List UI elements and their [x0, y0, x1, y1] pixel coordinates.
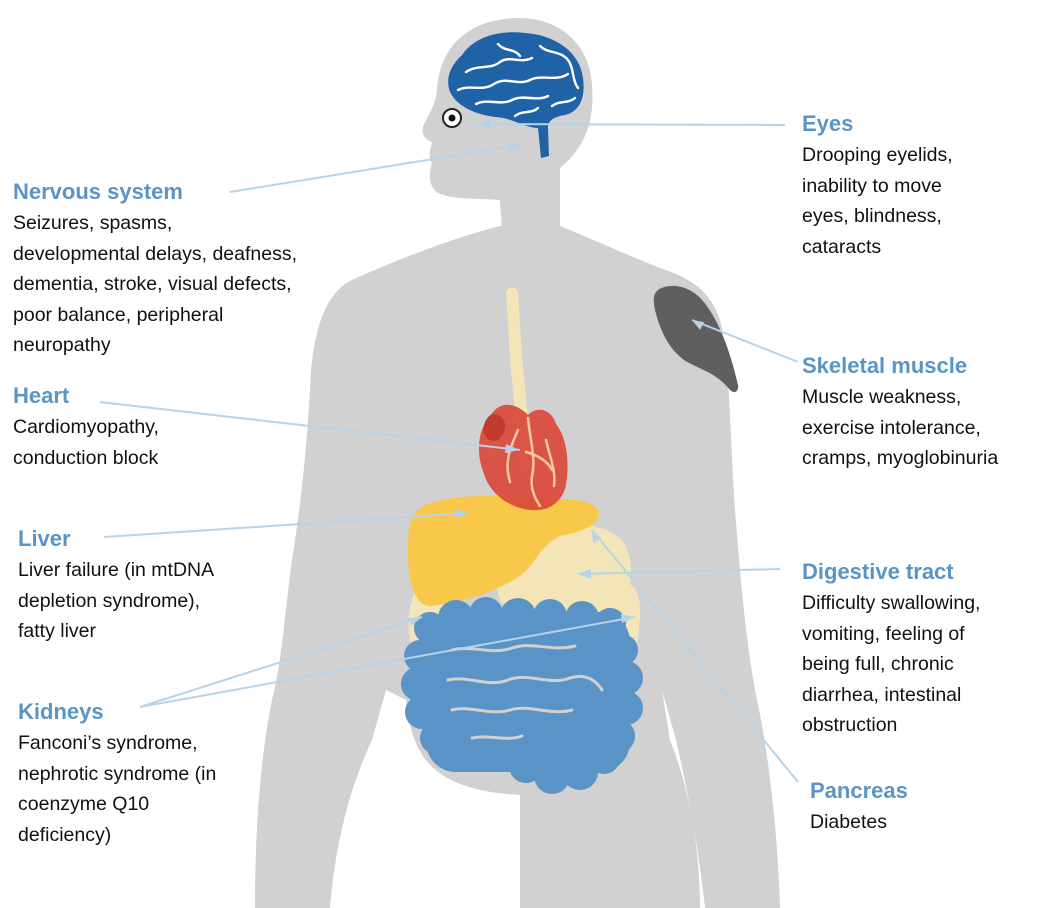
- callout-line: deficiency): [18, 823, 112, 846]
- callout-line: cataracts: [802, 235, 882, 258]
- callout-nervous-system: Nervous system Seizures, spasms, develop…: [13, 178, 297, 361]
- callout-line: neuropathy: [13, 334, 111, 356]
- callout-skeletal-muscle: Skeletal muscle Muscle weakness, exercis…: [802, 352, 998, 474]
- brain-organ: [448, 32, 584, 158]
- heart-organ: [478, 404, 568, 511]
- callout-line: diarrhea, intestinal: [802, 683, 962, 706]
- leader-liver: [103, 512, 469, 538]
- callout-line: coenzyme Q10: [18, 793, 150, 815]
- callout-line: Cardiomyopathy,: [13, 416, 159, 438]
- leader-eyes: [475, 123, 786, 126]
- callout-eyes: Eyes Drooping eyelids, inability to move…: [802, 110, 953, 262]
- callout-title: Digestive tract: [802, 559, 954, 584]
- callout-line: conduction block: [13, 446, 159, 469]
- leader-lines: [99, 123, 799, 783]
- callout-line: Drooping eyelids,: [802, 144, 953, 166]
- callout-title: Skeletal muscle: [802, 353, 968, 378]
- callout-line: fatty liver: [18, 620, 97, 642]
- callout-title: Heart: [13, 383, 70, 408]
- callout-line: being full, chronic: [802, 653, 954, 675]
- callout-liver: Liver Liver failure (in mtDNA depletion …: [18, 525, 214, 647]
- eye-pupil: [448, 114, 456, 122]
- callout-line: nephrotic syndrome (in: [18, 762, 217, 785]
- callout-line: Seizures, spasms,: [13, 212, 173, 234]
- leader-kidney-right: [139, 616, 636, 708]
- callout-line: obstruction: [802, 714, 898, 736]
- callout-line: vomiting, feeling of: [802, 622, 965, 645]
- callout-kidneys: Kidneys Fanconi’s syndrome, nephrotic sy…: [18, 698, 216, 850]
- callout-title: Eyes: [802, 111, 854, 136]
- callout-heart: Heart Cardiomyopathy, conduction block: [13, 382, 159, 473]
- callout-pancreas: Pancreas Diabetes: [810, 777, 908, 838]
- callout-line: Fanconi’s syndrome,: [18, 732, 198, 754]
- leader-nervous: [229, 144, 521, 193]
- callout-line: depletion syndrome),: [18, 589, 201, 612]
- callout-line: cramps, myoglobinuria: [802, 447, 999, 469]
- callout-line: poor balance, peripheral: [13, 303, 224, 326]
- callout-title: Pancreas: [810, 778, 908, 803]
- callout-line: Diabetes: [810, 811, 887, 833]
- intestine-folds: [446, 644, 604, 740]
- brain-shape: [448, 32, 584, 158]
- leader-arrowheads: [408, 119, 704, 626]
- callout-title: Nervous system: [13, 179, 183, 204]
- leader-digestive: [577, 568, 781, 575]
- callout-digestive-tract: Digestive tract Difficulty swallowing, v…: [802, 558, 980, 741]
- leader-kidney-left: [139, 616, 423, 708]
- callout-line: inability to move: [802, 174, 942, 197]
- leader-muscle: [691, 319, 799, 363]
- callout-line: eyes, blindness,: [802, 205, 942, 227]
- callout-line: Liver failure (in mtDNA: [18, 559, 215, 581]
- callout-line: Difficulty swallowing,: [802, 592, 981, 614]
- callout-line: dementia, stroke, visual defects,: [13, 273, 292, 295]
- brain-folds: [456, 42, 580, 118]
- callout-line: developmental delays, deafness,: [13, 242, 298, 265]
- liver-organ: [407, 495, 599, 606]
- callout-line: exercise intolerance,: [802, 416, 981, 439]
- callout-title: Liver: [18, 526, 71, 551]
- intestine-organ: [401, 597, 643, 794]
- leader-pancreas: [591, 529, 799, 783]
- callout-line: Muscle weakness,: [802, 386, 962, 408]
- leader-heart: [99, 401, 521, 451]
- callout-title: Kidneys: [18, 699, 104, 724]
- skeletal-muscle-organ: [653, 285, 739, 393]
